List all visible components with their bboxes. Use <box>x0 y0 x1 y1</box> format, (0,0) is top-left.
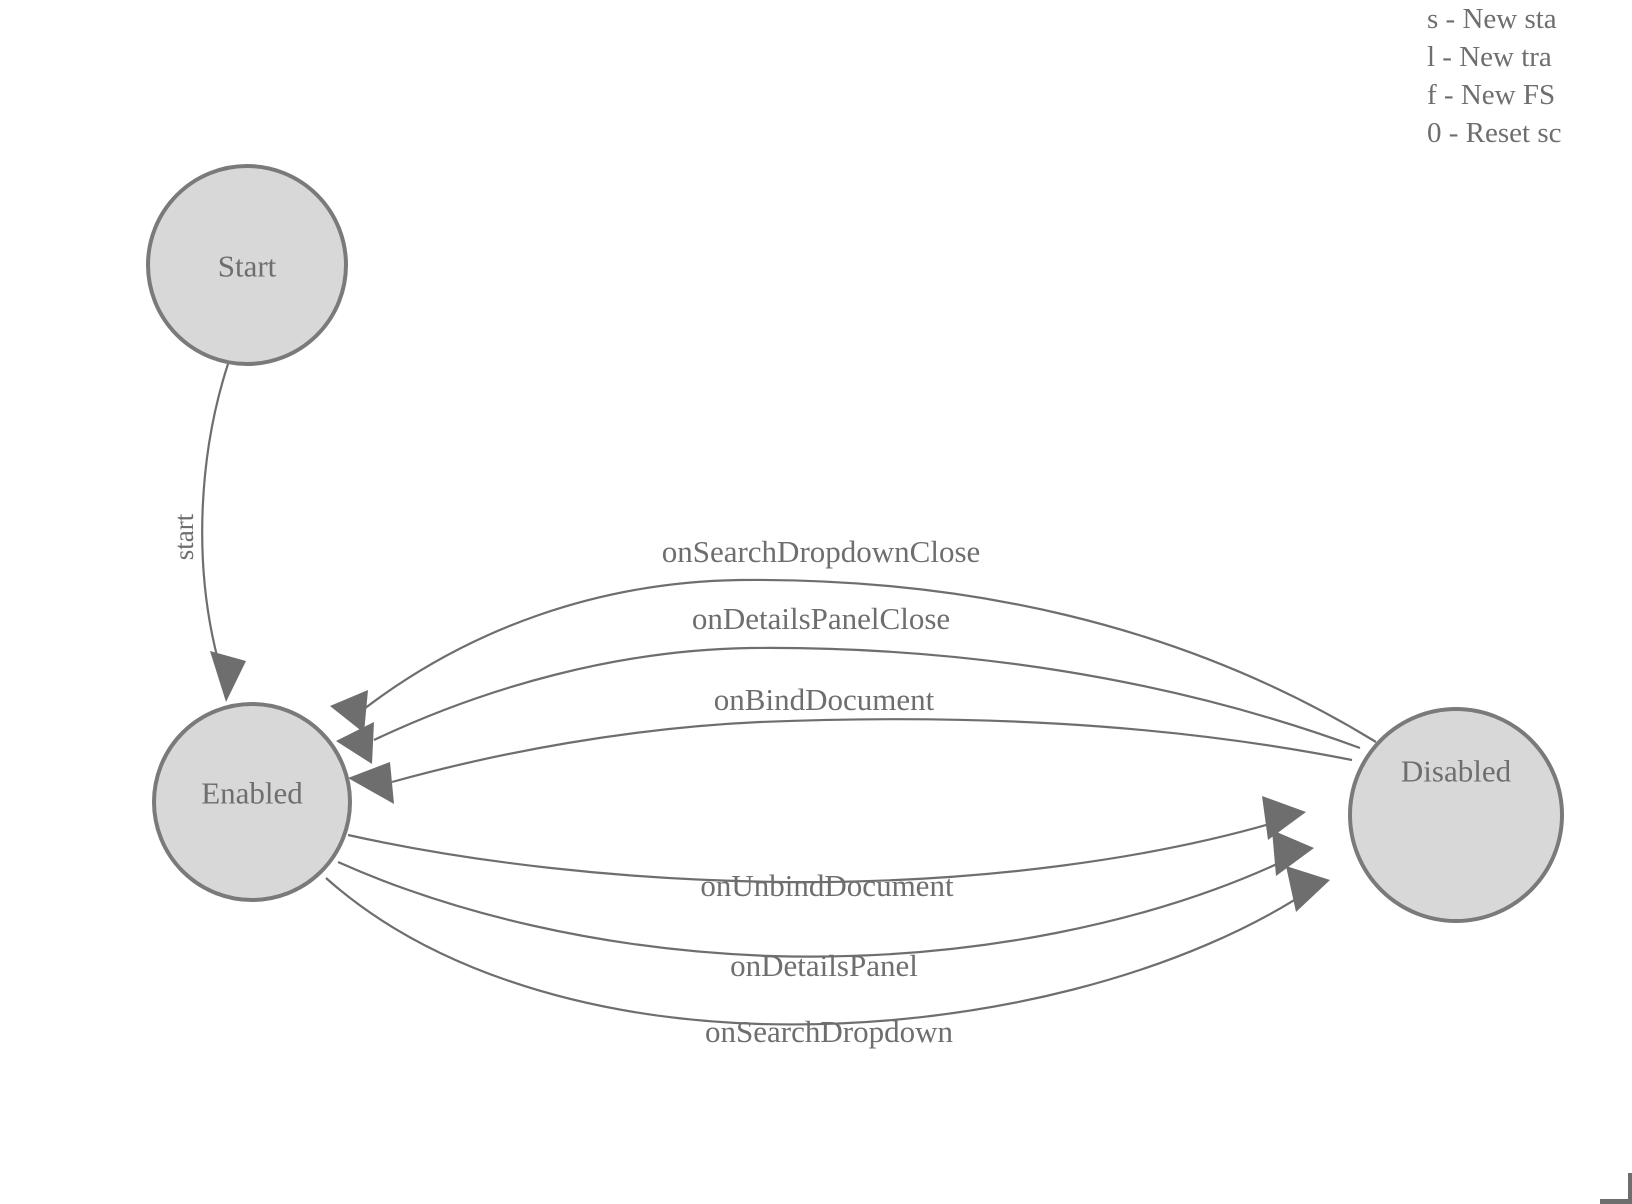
edge-path-on-bind-document <box>391 718 1353 784</box>
arrowhead-on-search-dropdown-close <box>330 690 368 733</box>
transition-on-bind-document[interactable]: onBindDocument <box>348 682 1353 804</box>
transition-on-unbind-document[interactable]: onUnbindDocument <box>347 796 1306 903</box>
state-label-disabled: Disabled <box>1401 754 1512 789</box>
edge-label-on-bind-document: onBindDocument <box>714 682 935 717</box>
edge-label-start: start <box>169 513 199 560</box>
state-node-enabled[interactable]: Enabled <box>152 702 352 902</box>
transition-on-details-panel[interactable]: onDetailsPanel <box>337 830 1314 983</box>
transition-on-search-dropdown[interactable]: onSearchDropdown <box>325 866 1330 1049</box>
state-circle-enabled[interactable] <box>152 702 352 902</box>
transition-on-search-dropdown-close[interactable]: onSearchDropdownClose <box>330 534 1377 743</box>
edge-path-on-details-panel <box>337 853 1299 958</box>
edge-label-on-details-panel: onDetailsPanel <box>730 948 918 983</box>
legend-line-reset: 0 - Reset sc <box>1427 117 1562 149</box>
edge-path-start <box>201 363 230 661</box>
arrowhead-on-bind-document <box>348 762 394 804</box>
edge-label-on-unbind-document: onUnbindDocument <box>700 868 954 903</box>
state-node-start[interactable]: Start <box>146 164 348 366</box>
legend-line-new-state: s - New sta <box>1427 3 1557 35</box>
edge-label-on-search-dropdown-close: onSearchDropdownClose <box>662 534 981 569</box>
legend-line-new-transition: l - New tra <box>1427 41 1552 73</box>
legend-line-new-fsm: f - New FS <box>1427 79 1556 111</box>
edge-path-on-details-panel-close <box>373 646 1361 750</box>
transition-on-details-panel-close[interactable]: onDetailsPanelClose <box>336 601 1361 764</box>
state-circle-start[interactable] <box>146 164 348 366</box>
edge-label-on-search-dropdown: onSearchDropdown <box>705 1014 953 1049</box>
state-node-disabled[interactable]: Disabled <box>1348 707 1564 923</box>
arrowhead-on-search-dropdown <box>1286 866 1330 912</box>
edge-path-on-search-dropdown <box>325 877 1317 1026</box>
transition-start[interactable]: start <box>169 363 246 702</box>
panel-corner-mark <box>1600 1173 1632 1204</box>
state-label-start: Start <box>218 249 277 284</box>
state-circle-disabled[interactable] <box>1348 707 1564 923</box>
edge-label-on-details-panel-close: onDetailsPanelClose <box>692 601 950 636</box>
keyboard-shortcuts-legend: s - New sta l - New tra f - New FS 0 - R… <box>1427 0 1632 152</box>
arrowhead-start <box>210 651 246 702</box>
state-label-enabled: Enabled <box>201 776 303 811</box>
edge-path-on-search-dropdown-close <box>363 578 1377 743</box>
edge-path-on-unbind-document <box>347 816 1291 884</box>
arrowhead-on-details-panel <box>1272 830 1314 876</box>
arrowhead-on-unbind-document <box>1262 796 1306 840</box>
arrowhead-on-details-panel-close <box>336 722 374 764</box>
